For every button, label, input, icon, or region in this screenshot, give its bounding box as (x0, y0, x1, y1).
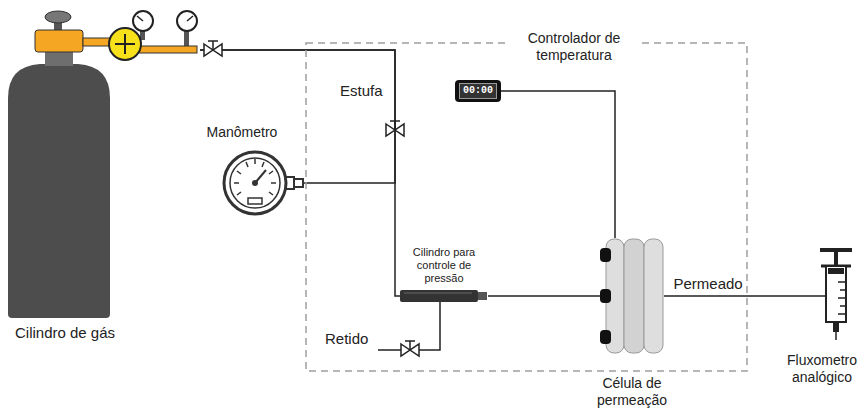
permeation-cell-art-part (624, 239, 644, 353)
pressure-gauge-art-part (234, 159, 276, 195)
flowmeter-art-part (820, 248, 852, 252)
permeation-cell-art (600, 238, 664, 354)
temperature-controller: Controlador de temperatura00:00 (455, 80, 501, 102)
pipe-connector (200, 50, 400, 296)
permeation-cell-art-part (644, 239, 663, 353)
stream-label: Permeado (672, 275, 745, 293)
gas-cylinder-art-part (35, 30, 83, 52)
node-label: Fluxometro analógico (783, 352, 861, 386)
pressure-gauge-art-part (224, 152, 286, 214)
gas-cylinder-art-part (109, 28, 141, 60)
gas-cylinder-art-part (133, 11, 153, 31)
gas-cylinder-art-part (177, 11, 197, 31)
gas-cylinder-art-part (8, 64, 110, 318)
flowmeter-art-part (833, 322, 839, 332)
valve-stem (405, 341, 415, 350)
flowmeter-art (818, 248, 854, 340)
node-label: Cilindro para controle de pressão (400, 246, 488, 290)
node-label: Célula de permeação (577, 375, 687, 409)
gas-cylinder-art (5, 8, 200, 320)
permeation-cell: Célula de permeação (600, 238, 664, 354)
gas-cylinder-art-part (45, 11, 71, 23)
pressure-cylinder-art-part (404, 293, 472, 294)
flowmeter-art-part (828, 268, 844, 274)
pipe-connector (501, 91, 615, 238)
permeation-cell-art-part (600, 248, 611, 262)
valve-symbol (204, 41, 222, 56)
node-text: 00:00 (459, 83, 497, 99)
permeation-cell-art-part (600, 330, 611, 344)
flowmeter-art-part (835, 332, 837, 340)
pressure-cylinder-art (400, 290, 488, 302)
node-label: Controlador de temperatura (507, 30, 641, 64)
flowmeter-art-part (826, 266, 846, 322)
pipe-connector (488, 295, 600, 297)
stream-label: Retido (325, 330, 368, 348)
valve-symbol (401, 341, 419, 356)
node-label: Manômetro (192, 124, 292, 141)
valve-stem (208, 41, 218, 50)
pressure-gauge-art-part (248, 198, 262, 204)
pressure-gauge-art-part (294, 179, 303, 187)
pipe-connector (200, 50, 395, 183)
oven-region: Estufa Controlador de temperatura00:00Cil… (305, 42, 748, 372)
pressure-cylinder-art-part (478, 292, 487, 300)
gas-cylinder: Cilindro de gás (5, 8, 200, 320)
flowmeter-art-part (838, 282, 846, 314)
node-label: Estufa (340, 82, 383, 100)
gas-cylinder-art-part (187, 16, 193, 21)
retentate-line (378, 302, 440, 350)
oven-region-art-part (306, 43, 747, 371)
pressure-cylinder: Cilindro para controle de pressão (400, 246, 488, 302)
pressure-gauge-art-part (230, 158, 280, 208)
pipe-connector (664, 295, 818, 297)
gas-cylinder-art-part (124, 34, 126, 54)
permeation-cell-art-part (600, 289, 611, 303)
pressure-gauge-art-part (252, 180, 258, 186)
pressure-gauge-art (222, 150, 304, 216)
pressure-cylinder-art-part (400, 290, 478, 302)
flowmeter-art-part (818, 295, 826, 297)
gas-cylinder-art-part (137, 16, 143, 21)
gas-cylinder-art-part (139, 46, 197, 53)
pressure-gauge: Manômetro (222, 150, 304, 216)
valve-stem (390, 121, 400, 130)
flowmeter: Fluxometro analógico (818, 248, 854, 340)
node-label: Cilindro de gás (5, 324, 125, 342)
valve-symbol (386, 121, 404, 136)
